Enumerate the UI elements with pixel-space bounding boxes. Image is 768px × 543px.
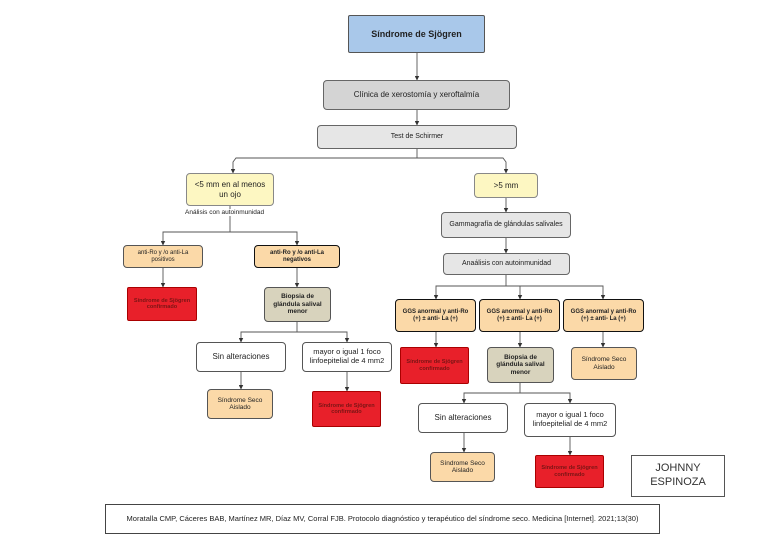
analysis-right-node: Anaálisis con autoinmunidad (443, 253, 570, 275)
anti-pos-node: anti-Ro y /o anti-La positivos (123, 245, 203, 268)
edge-left-analysis (160, 206, 231, 246)
focus-node-1: mayor o igual 1 foco linfoepitelial de 4… (302, 342, 392, 372)
confirmed-node-1: Síndrome de Sjögren confirmado (127, 287, 197, 321)
ggs-node-b: GGS anormal y anti-Ro (+) ± anti- La (+) (479, 299, 560, 332)
confirmed-node-3: Síndrome de Sjögren confirmado (400, 347, 469, 384)
left-analysis-label: Análisis con autoinmunidad (184, 209, 266, 216)
edge-analysis-split (433, 275, 507, 300)
schirmer-node: Test de Schirmer (317, 125, 517, 149)
edge-biopsy-focus (297, 331, 350, 343)
edge-left-neg (230, 231, 300, 246)
biopsy-node-2: Biopsia de glándula salival menor (487, 347, 554, 383)
author-first-name: JOHNNY (655, 462, 701, 475)
edge-analysis-c (520, 285, 606, 300)
edge-biopsy2-split (461, 383, 521, 404)
title-node: Síndrome de Sjögren (348, 15, 485, 53)
dry-node-3: Síndrome Seco Aislado (430, 452, 495, 482)
edge-analysis-b (506, 285, 523, 300)
ggs-node-a: GGS anormal y anti-Ro (+) ± anti- La (+) (395, 299, 476, 332)
left-branch-node: <5 mm en al menos un ojo (186, 173, 274, 206)
edge-biopsy-split (238, 322, 298, 343)
right-branch-node: >5 mm (474, 173, 538, 198)
confirmed-node-2: Síndrome de Sjögren confirmado (312, 391, 381, 427)
confirmed-node-4: Síndrome de Sjögren confirmado (535, 455, 604, 488)
edge-schirmer-right (417, 157, 509, 174)
no-changes-node-2: Sin alteraciones (418, 403, 508, 433)
author-last-name: ESPINOZA (650, 476, 706, 488)
ggs-node-c: GGS anormal y anti-Ro (+) ± anti- La (+) (563, 299, 644, 332)
gammagrafia-node: Gammagrafía de glándulas salivales (441, 212, 571, 238)
edge-schirmer-branches (230, 149, 418, 174)
anti-neg-node: anti-Ro y /o anti-La negativos (254, 245, 340, 268)
no-changes-node-1: Sin alteraciones (196, 342, 286, 372)
edge-biopsy2-focus (520, 392, 573, 404)
focus-node-2: mayor o igual 1 foco linfoepitelial de 4… (524, 403, 616, 437)
biopsy-node-1: Biopsia de glándula salival menor (264, 287, 331, 322)
dry-node-2: Síndrome Seco Aislado (571, 347, 637, 380)
author-box: JOHNNY ESPINOZA (631, 455, 725, 497)
reference-box: Moratalla CMP, Cáceres BAB, Martínez MR,… (105, 504, 660, 534)
dry-node-1: Síndrome Seco Aislado (207, 389, 273, 419)
clinic-node: Clínica de xerostomía y xeroftalmía (323, 80, 510, 110)
